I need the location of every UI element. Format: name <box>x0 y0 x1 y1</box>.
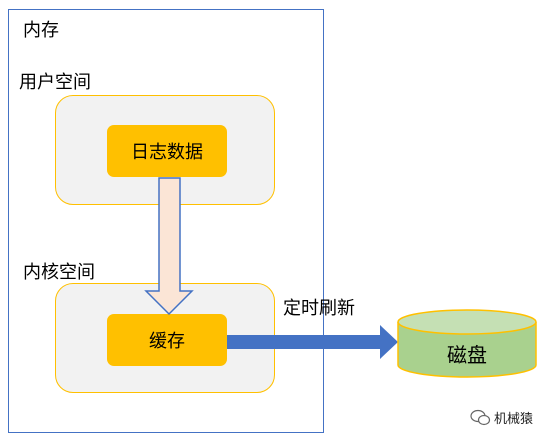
user-space-label: 用户空间 <box>19 72 91 93</box>
flush-arrow <box>227 325 398 359</box>
disk-label: 磁盘 <box>447 342 487 367</box>
down-arrow <box>144 177 194 316</box>
wechat-icon <box>470 409 491 426</box>
memory-frame <box>8 9 324 433</box>
flush-label: 定时刷新 <box>283 298 355 319</box>
memory-label: 内存 <box>23 20 59 41</box>
kernel-space-label: 内核空间 <box>23 262 95 283</box>
disk-cylinder <box>397 309 537 378</box>
watermark-text: 机械猿 <box>494 412 534 427</box>
cache-node: 缓存 <box>107 314 227 366</box>
log-data-node: 日志数据 <box>107 125 227 177</box>
